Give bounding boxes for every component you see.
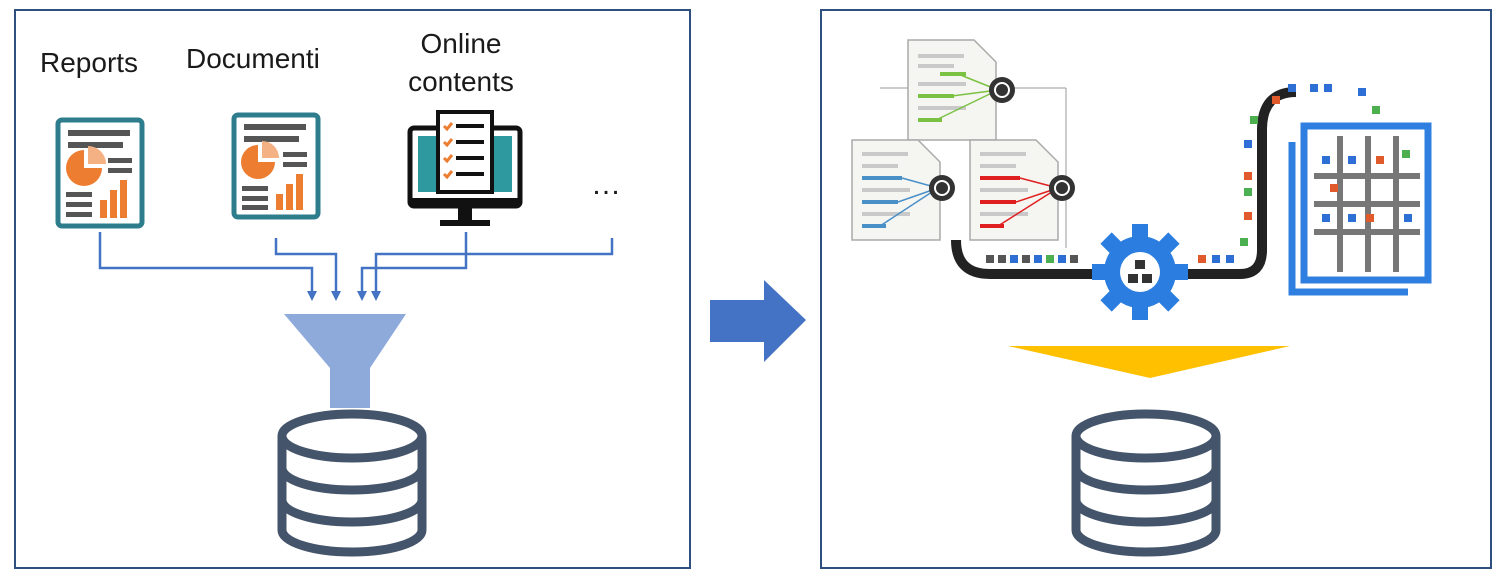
more-sources-ellipsis: …: [591, 168, 621, 201]
reports-label: Reports: [40, 47, 139, 78]
report-document-icon: [55, 117, 145, 229]
database-icon-left: [277, 409, 427, 557]
documents-label: Documenti: [186, 43, 320, 74]
process-arrow: [710, 280, 806, 362]
pipeline: [951, 84, 1380, 279]
database-icon-right: [1071, 409, 1221, 557]
table-grid-icon: [1288, 122, 1432, 296]
document-icon: [231, 112, 321, 220]
online-label-line1: Online: [420, 28, 502, 59]
down-arrow: [1008, 346, 1290, 378]
monitor-checklist-icon: [407, 110, 523, 226]
funnel-icon: [284, 314, 406, 408]
source-connectors: [98, 232, 614, 301]
gear-icon: [1092, 224, 1188, 320]
left-panel: [14, 9, 691, 569]
pipeline-data-squares: [986, 84, 1380, 263]
online-label-line2: contents: [408, 66, 514, 97]
diagram-canvas: [55, 39, 1432, 557]
tagged-documents: [851, 39, 1075, 248]
